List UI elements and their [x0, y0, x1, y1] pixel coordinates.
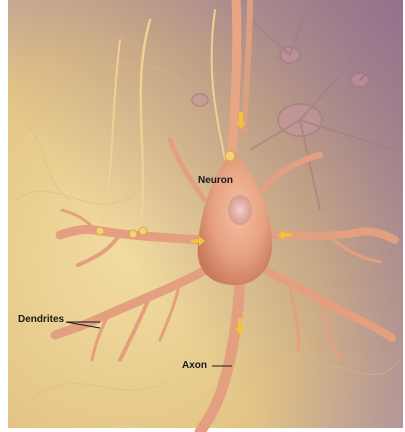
neuron-label: Neuron [198, 175, 233, 186]
nucleus [228, 195, 252, 225]
axon-label: Axon [182, 360, 207, 371]
dendrites-label: Dendrites [18, 314, 64, 325]
